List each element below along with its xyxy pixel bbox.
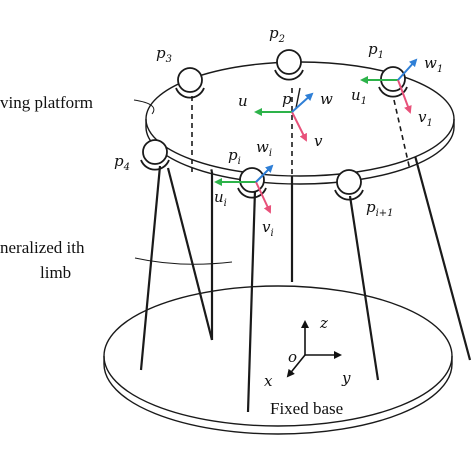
w1-label: w1 xyxy=(424,54,443,75)
base-label: Fixed base xyxy=(270,399,343,418)
v-label: v xyxy=(314,132,323,150)
z-label: z xyxy=(319,314,328,332)
limb-leader xyxy=(134,257,233,265)
limb-i1 xyxy=(348,195,380,381)
p-center-label: p xyxy=(282,90,292,108)
platform-label: ving platform xyxy=(0,93,93,112)
y-label: y xyxy=(341,369,351,387)
limb-label-line1: neralized ith xyxy=(0,238,85,257)
p4-label: p4 xyxy=(114,152,130,173)
ui-label: ui xyxy=(214,188,227,209)
origin-label: o xyxy=(288,348,297,366)
u1-label: u1 xyxy=(351,86,367,107)
vi-label: vi xyxy=(262,218,274,239)
wi-vector xyxy=(255,164,274,183)
fixed-base xyxy=(103,285,453,435)
joint-p2 xyxy=(276,49,302,75)
pi1-label: pi+1 xyxy=(366,198,394,219)
limb-inner-a xyxy=(166,167,214,341)
v1-vector xyxy=(397,79,412,114)
base-axes xyxy=(286,320,342,378)
joint-p4 xyxy=(142,139,168,165)
joint-pi xyxy=(239,167,265,193)
p2-label: p2 xyxy=(269,24,285,45)
w-vector xyxy=(291,92,314,113)
u-label: u xyxy=(238,92,248,110)
v1-label: v1 xyxy=(418,108,433,129)
p1-label: p1 xyxy=(368,40,384,61)
platform-leader xyxy=(133,99,155,115)
limb-4 xyxy=(139,165,162,371)
x-label: x xyxy=(264,372,273,390)
v-vector xyxy=(291,111,307,142)
wi-label: wi xyxy=(256,138,272,159)
limb-i xyxy=(246,189,257,413)
x-axis xyxy=(286,354,306,378)
w-label: w xyxy=(320,90,333,108)
joint-p3 xyxy=(177,67,203,93)
frame-1 xyxy=(360,58,418,114)
p3-label: p3 xyxy=(156,44,172,65)
joint-pi1 xyxy=(336,169,362,195)
vi-vector xyxy=(255,181,272,214)
frame-i xyxy=(214,164,274,214)
pi-label: pi xyxy=(228,146,241,167)
w1-vector xyxy=(397,58,418,81)
frame-center xyxy=(254,92,314,142)
limb-label-line2: limb xyxy=(40,263,71,282)
